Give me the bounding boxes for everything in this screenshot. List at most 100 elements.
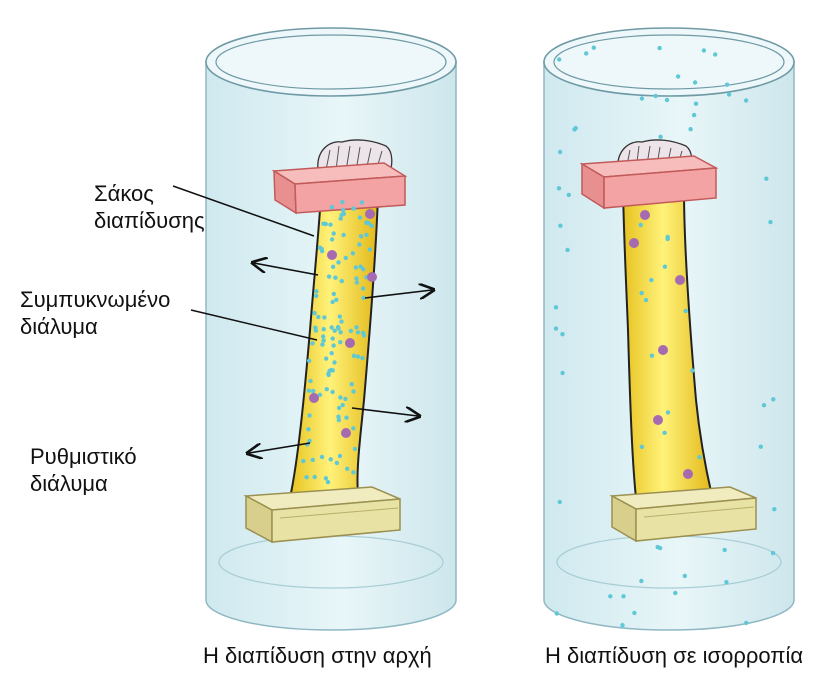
solute-particle-small (352, 354, 356, 358)
solute-particle-small (349, 329, 353, 333)
solute-particle-small (332, 231, 336, 235)
solute-particle-small (683, 574, 687, 578)
solute-particle-small (351, 470, 355, 474)
solute-particle-small (322, 327, 326, 331)
solute-particle-small (370, 224, 374, 228)
solute-particle-small (332, 292, 336, 296)
solute-particle-small (368, 247, 372, 251)
solute-particle-small (658, 546, 662, 550)
solute-particle-small (723, 548, 727, 552)
solute-particle-small (321, 338, 325, 342)
solute-particle-small (330, 390, 334, 394)
solute-particle-small (650, 354, 654, 358)
solute-particle-small (354, 325, 358, 329)
solute-particle-small (336, 260, 340, 264)
solute-particle-small (310, 341, 314, 345)
cylinder-equilibrium-rim (544, 28, 794, 96)
solute-particle-small (727, 92, 731, 96)
solute-particle-small (332, 360, 336, 364)
solute-particle-small (351, 426, 355, 430)
solute-particle-small (358, 215, 362, 219)
solute-particle-small (336, 325, 340, 329)
solute-particle-small (649, 278, 653, 282)
solute-particle-small (361, 286, 365, 290)
solute-particle-small (311, 389, 315, 393)
solute-particle-small (359, 264, 363, 268)
solute-particle-small (665, 98, 669, 102)
solute-particle-small (340, 279, 344, 283)
solute-particle-small (307, 359, 311, 363)
solute-particle-small (331, 343, 335, 347)
solute-particle-large (683, 469, 693, 479)
solute-particle-small (331, 265, 335, 269)
solute-particle-small (344, 256, 348, 260)
solute-particle-small (676, 74, 680, 78)
solute-particle-small (608, 594, 612, 598)
solute-particle-small (354, 265, 358, 269)
solute-particle-large (345, 338, 355, 348)
solute-particle-small (692, 113, 696, 117)
solute-particle-small (350, 382, 354, 386)
solute-particle-small (360, 200, 364, 204)
solute-particle-small (771, 397, 775, 401)
solute-particle-small (554, 326, 558, 330)
solute-particle-small (335, 461, 339, 465)
solute-particle-large (341, 428, 351, 438)
solute-particle-small (690, 368, 694, 372)
solute-particle-small (322, 315, 326, 319)
solute-particle-small (356, 354, 360, 358)
label-buffer-solution: Ρυθμιστικό διάλυμα (30, 443, 137, 497)
solute-particle-small (330, 300, 334, 304)
solute-particle-small (311, 458, 315, 462)
caption-equilibrium: Η διαπίδυση σε ισορροπία (545, 643, 803, 669)
solute-particle-small (772, 507, 776, 511)
solute-particle-small (320, 455, 324, 459)
solute-particle-small (657, 46, 661, 50)
solute-particle-small (304, 475, 308, 479)
solute-particle-small (639, 223, 643, 227)
solute-particle-small (324, 476, 328, 480)
solute-particle-small (768, 220, 772, 224)
solute-particle-small (352, 206, 356, 210)
solute-particle-small (663, 265, 667, 269)
solute-particle-small (654, 94, 658, 98)
solute-particle-large (365, 209, 375, 219)
solute-particle-small (759, 445, 763, 449)
solute-particle-small (337, 406, 341, 410)
solute-particle-large (640, 210, 650, 220)
solute-particle-small (308, 379, 312, 383)
solute-particle-small (567, 193, 571, 197)
solute-particle-small (338, 314, 342, 318)
solute-particle-small (329, 457, 333, 461)
solute-particle-small (313, 475, 317, 479)
solute-particle-small (312, 311, 316, 315)
solute-particle-small (344, 416, 348, 420)
solute-particle-small (324, 222, 328, 226)
solute-particle-small (320, 342, 324, 346)
solute-particle-small (339, 319, 343, 323)
solute-particle-small (644, 298, 648, 302)
solute-particle-small (341, 403, 345, 407)
solute-particle-small (640, 445, 644, 449)
solute-particle-small (351, 389, 355, 393)
solute-particle-small (640, 291, 644, 295)
solute-particle-small (632, 611, 636, 615)
solute-particle-small (666, 237, 670, 241)
solute-particle-small (327, 274, 331, 278)
label-dialysis-sac: Σάκος διαπίδυσης (94, 180, 205, 234)
solute-particle-small (639, 579, 643, 583)
solute-particle-small (693, 80, 697, 84)
solute-particle-small (314, 289, 318, 293)
solute-particle-small (621, 594, 625, 598)
solute-particle-small (339, 330, 343, 334)
caption-start: Η διαπίδυση στην αρχή (203, 643, 432, 669)
solute-particle-small (336, 415, 340, 419)
solute-particle-small (326, 372, 330, 376)
solute-particle-small (330, 325, 334, 329)
solute-particle-small (673, 591, 677, 595)
solute-particle-small (331, 336, 335, 340)
solute-particle-small (330, 205, 334, 209)
solute-particle-large (675, 275, 685, 285)
solute-particle-small (558, 150, 562, 154)
solute-particle-small (725, 83, 729, 87)
